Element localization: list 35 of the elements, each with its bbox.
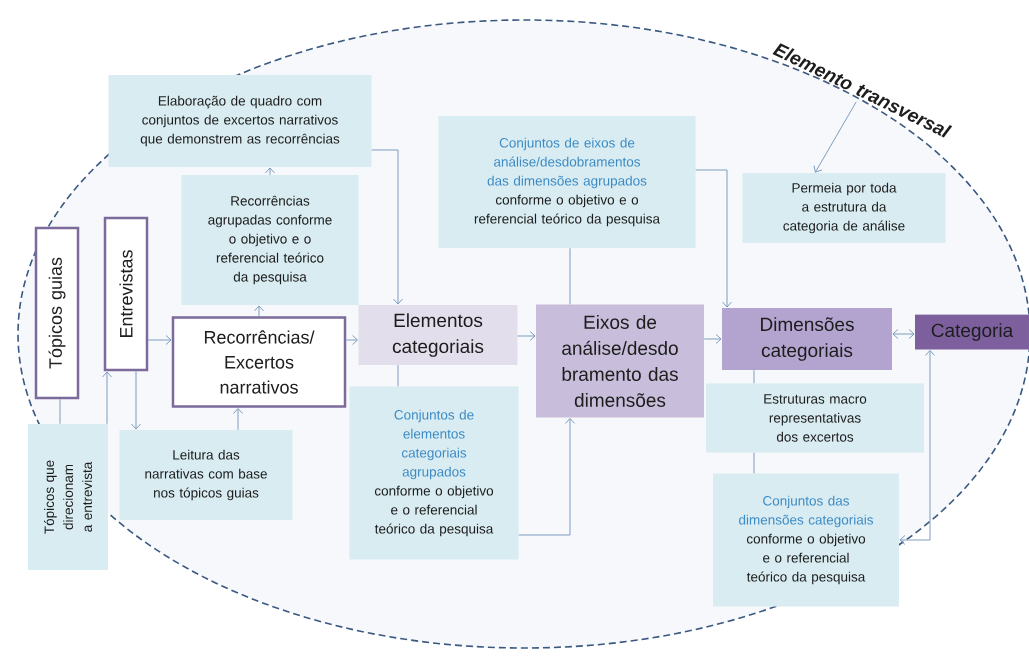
note-box: Conjuntos de elementos categoriais agrupados conforme o objetivo e o referencial teórico da pesquisa: [349, 386, 519, 560]
connector-line: [753, 369, 755, 384]
note-box: Leitura das narrativas com base nos tópicos guias: [119, 430, 293, 520]
arrow: [345, 335, 359, 345]
note-box: Conjuntos das dimensões categoriais conforme o objetivo e o referencial teórico da pesquisa: [713, 473, 899, 607]
arrow: [518, 417, 575, 536]
note-box: Permeia por toda a estrutura da categoria de análise: [742, 173, 946, 243]
arrow: [695, 169, 732, 308]
category-box: Elementos categoriais: [358, 305, 518, 365]
process-box: Tópicos guias: [34, 226, 80, 400]
category-box: Dimensões categoriais: [722, 308, 892, 370]
connector-line: [59, 398, 61, 425]
arrow: [233, 408, 243, 431]
arrow: [102, 371, 112, 425]
category-box: Categoria: [915, 314, 1029, 350]
note-box: Conjuntos de eixos de análise/desdobramentos das dimensões agrupados conforme o objetivo e o referencial teórico da pesquisa: [438, 116, 696, 248]
arrow: [703, 334, 722, 344]
connector-line: [569, 247, 571, 305]
connector-line: [397, 364, 399, 387]
arrow: [813, 101, 857, 173]
note-box: Elaboração de quadro com conjuntos de excertos narrativos que demonstrem as recorrências: [108, 75, 372, 167]
arrow: [899, 349, 935, 545]
category-box: Eixos de análise/desdo bramento das dimensões: [536, 304, 704, 418]
note-box: Estruturas macro representativas dos excertos: [706, 383, 924, 453]
note-box: Tópicos que direcionam a entrevista: [28, 424, 108, 570]
process-box: Entrevistas: [103, 216, 149, 372]
arrow: [892, 329, 915, 339]
arrow: [131, 370, 141, 430]
arrow: [517, 331, 536, 341]
arrow: [371, 149, 403, 305]
connector-line: [753, 452, 755, 474]
arrow: [147, 335, 172, 345]
note-box: Recorrências agrupadas conforme o objetivo e o referencial teórico da pesquisa: [181, 175, 359, 305]
process-box: Recorrências/ Excertos narrativos: [171, 316, 347, 408]
arrow: [254, 305, 264, 317]
